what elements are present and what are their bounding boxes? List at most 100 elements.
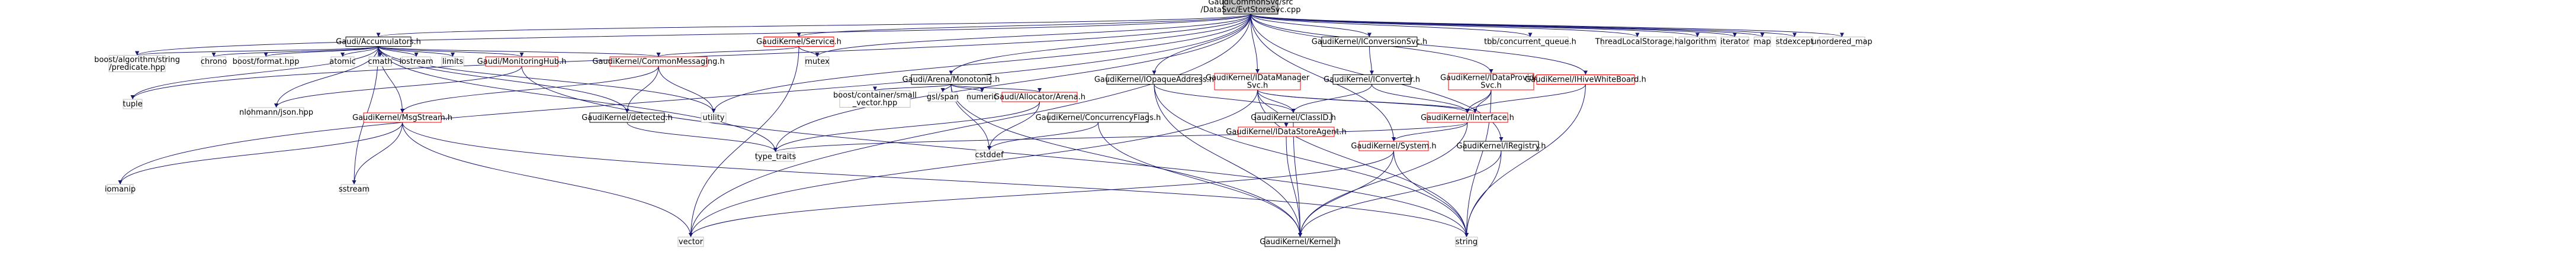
node-gslspan[interactable]: gsl/span xyxy=(927,92,959,102)
node-iopaque[interactable]: GaudiKernel/IOpaqueAddress.h xyxy=(1094,74,1214,85)
node-stdexcept[interactable]: stdexcept xyxy=(1776,37,1814,47)
node-ihivewhite[interactable]: GaudiKernel/IHiveWhiteBoard.h xyxy=(1525,74,1646,85)
edge-iinterface-to-kernel xyxy=(1298,122,1468,238)
node-threadlocal[interactable]: ThreadLocalStorage.h xyxy=(1595,37,1679,47)
node-algorithm[interactable]: algorithm xyxy=(1678,37,1717,47)
node-label: _vector.hpp xyxy=(852,99,897,108)
edge-root-to-idatamanager xyxy=(1250,14,1260,74)
edge-iopaque-to-string xyxy=(1154,84,1469,238)
node-box xyxy=(1001,92,1078,102)
node-atomic[interactable]: atomic xyxy=(329,56,356,67)
node-type_traits[interactable]: type_traits xyxy=(755,151,796,162)
node-label: algorithm xyxy=(1679,38,1716,47)
edge-accumulators-to-iostream xyxy=(378,46,419,57)
edge-root-to-ihivewhite xyxy=(1250,14,1588,75)
node-tbb[interactable]: tbb/concurrent_queue.h xyxy=(1484,37,1576,47)
node-commonmessaging[interactable]: GaudiKernel/CommonMessaging.h xyxy=(592,56,725,67)
node-limits[interactable]: limits xyxy=(441,56,464,67)
node-iterator[interactable]: iterator xyxy=(1720,37,1749,47)
node-sstream[interactable]: sstream xyxy=(339,184,370,195)
node-cmath[interactable]: cmath xyxy=(368,56,393,67)
node-detected[interactable]: GaudiKernel/detected.h xyxy=(582,112,673,123)
node-monitoringhub[interactable]: Gaudi/MonitoringHub.h xyxy=(477,56,567,67)
node-iostream[interactable]: iostream xyxy=(399,56,433,67)
node-iregistry[interactable]: GaudiKernel/IRegistry.h xyxy=(1457,141,1546,151)
edge-service-to-vector xyxy=(689,46,799,238)
node-iconversion[interactable]: GaudiKernel/IConversionSvc.h xyxy=(1312,37,1428,47)
node-allocatorarena[interactable]: Gaudi/Allocator/Arena.h xyxy=(994,92,1085,102)
node-label: GaudiKernel/IDataProvider xyxy=(1440,74,1542,83)
node-iconverter[interactable]: GaudiKernel/IConverter.h xyxy=(1324,74,1420,85)
node-classid[interactable]: GaudiKernel/ClassID.h xyxy=(1251,112,1336,123)
node-iinterface[interactable]: GaudiKernel/IInterface.h xyxy=(1421,112,1514,123)
edge-root-to-algorithm xyxy=(1250,14,1700,37)
edge-iopaque-to-kernel xyxy=(1154,84,1302,238)
node-string[interactable]: string xyxy=(1455,236,1478,247)
edge-root-to-threadlocal xyxy=(1250,14,1640,37)
node-root[interactable]: GaudiCommonSvc/src/DataSvc/EvtStoreSvc.c… xyxy=(1200,0,1301,15)
node-label: GaudiKernel/ConcurrencyFlags.h xyxy=(1036,114,1161,122)
node-box xyxy=(441,56,464,67)
edge-root-to-map xyxy=(1250,14,1765,37)
node-boostformat[interactable]: boost/format.hpp xyxy=(233,56,300,67)
node-isystem[interactable]: GaudiKernel/System.h xyxy=(1351,141,1437,151)
node-label: atomic xyxy=(329,57,355,66)
node-box xyxy=(1358,141,1429,151)
node-label: GaudiKernel/IRegistry.h xyxy=(1457,142,1546,151)
node-box xyxy=(805,56,830,67)
node-label: stdexcept xyxy=(1776,38,1814,47)
node-label: tuple xyxy=(123,100,142,109)
node-boostalgo[interactable]: boost/algorithm/string/predicate.hpp xyxy=(94,55,180,73)
edge-iconverter-to-classid xyxy=(1291,84,1372,114)
node-boostsmallvec[interactable]: boost/container/small_vector.hpp xyxy=(833,90,917,108)
node-chrono[interactable]: chrono xyxy=(201,56,227,67)
node-iomanip[interactable]: iomanip xyxy=(105,184,136,195)
node-box xyxy=(968,92,996,102)
node-box xyxy=(928,92,958,102)
node-vector[interactable]: vector xyxy=(677,236,704,247)
node-box xyxy=(1321,37,1418,47)
node-idatastoreagent[interactable]: GaudiKernel/IDataStoreAgent.h xyxy=(1226,127,1347,137)
node-box xyxy=(1106,74,1202,85)
node-mutex[interactable]: mutex xyxy=(805,56,830,67)
node-label: chrono xyxy=(201,57,227,66)
edge-msgstream-to-string xyxy=(402,122,1469,238)
node-cstddef[interactable]: cstddef xyxy=(975,150,1004,160)
node-box xyxy=(609,56,708,67)
node-monotonic[interactable]: Gaudi/Arena/Monotonic.h xyxy=(902,74,1000,85)
edge-iregistry-to-string xyxy=(1464,150,1502,238)
node-map[interactable]: map xyxy=(1753,37,1771,47)
edge-ihivewhite-to-iinterface xyxy=(1465,84,1586,114)
node-box xyxy=(107,184,134,195)
node-tuple[interactable]: tuple xyxy=(123,99,143,109)
edge-service-to-commonmessaging xyxy=(656,46,799,57)
edge-isystem-to-string xyxy=(1393,150,1469,238)
edge-allocatorarena-to-type_traits xyxy=(773,101,1040,153)
node-box xyxy=(485,56,558,67)
node-label: boost/container/small xyxy=(833,91,917,100)
node-label: GaudiKernel/IOpaqueAddress.h xyxy=(1094,76,1214,85)
node-label: GaudiKernel/detected.h xyxy=(582,114,673,122)
node-nlohmann[interactable]: nlohmann/json.hpp xyxy=(239,107,313,118)
node-label: GaudiKernel/CommonMessaging.h xyxy=(592,57,724,66)
node-label: GaudiKernel/Kernel.h xyxy=(1260,238,1341,247)
node-kernel[interactable]: GaudiKernel/Kernel.h xyxy=(1260,236,1341,247)
edge-monotonic-to-boostsmallvec xyxy=(873,84,952,91)
node-box xyxy=(839,90,911,108)
edge-isystem-to-vector xyxy=(689,150,1394,238)
node-label: string xyxy=(1456,238,1477,247)
node-accumulators[interactable]: Gaudi/Accumulators.h xyxy=(336,37,421,47)
node-service[interactable]: GaudiKernel/Service.h xyxy=(756,37,841,47)
node-numeric[interactable]: numeric xyxy=(966,92,998,102)
edge-ihivewhite-to-string xyxy=(1464,84,1586,238)
node-msgstream[interactable]: GaudiKernel/MsgStream.h xyxy=(352,112,452,123)
node-label: mutex xyxy=(805,57,830,66)
node-utility[interactable]: utility xyxy=(701,112,727,123)
node-unordered_map[interactable]: unordered_map xyxy=(1811,37,1872,47)
node-box xyxy=(1427,112,1508,123)
node-label: utility xyxy=(703,114,725,122)
node-concurrencyflags[interactable]: GaudiKernel/ConcurrencyFlags.h xyxy=(1036,112,1161,123)
node-box xyxy=(1264,236,1336,247)
